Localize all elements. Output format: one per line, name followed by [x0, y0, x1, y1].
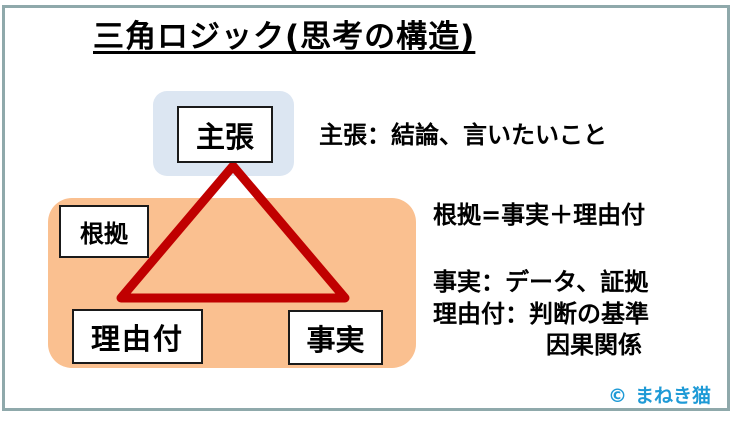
reason-note-continued: 因果関係 — [546, 331, 642, 359]
claim-note: 主張：結論、言いたいこと — [319, 121, 607, 149]
copyright-author: まねき猫 — [635, 385, 712, 407]
copyright: © まねき猫 — [608, 381, 711, 408]
copyright-icon: © — [608, 385, 627, 407]
claim-label: 主張 — [195, 119, 254, 154]
reason-label: 理由付 — [90, 321, 184, 356]
reason-box: 理由付 — [72, 309, 203, 364]
reason-note: 理由付：判断の基準 — [433, 300, 649, 328]
ground-box: 根拠 — [59, 205, 149, 258]
claim-box: 主張 — [177, 106, 273, 163]
fact-note: 事実：データ、証拠 — [433, 268, 649, 296]
fact-label: 事実 — [306, 322, 365, 357]
page-title: 三角ロジック(思考の構造) — [93, 19, 476, 55]
ground-label: 根拠 — [80, 220, 128, 248]
ground-note: 根拠=事実＋理由付 — [433, 201, 646, 229]
fact-box: 事実 — [288, 310, 383, 365]
